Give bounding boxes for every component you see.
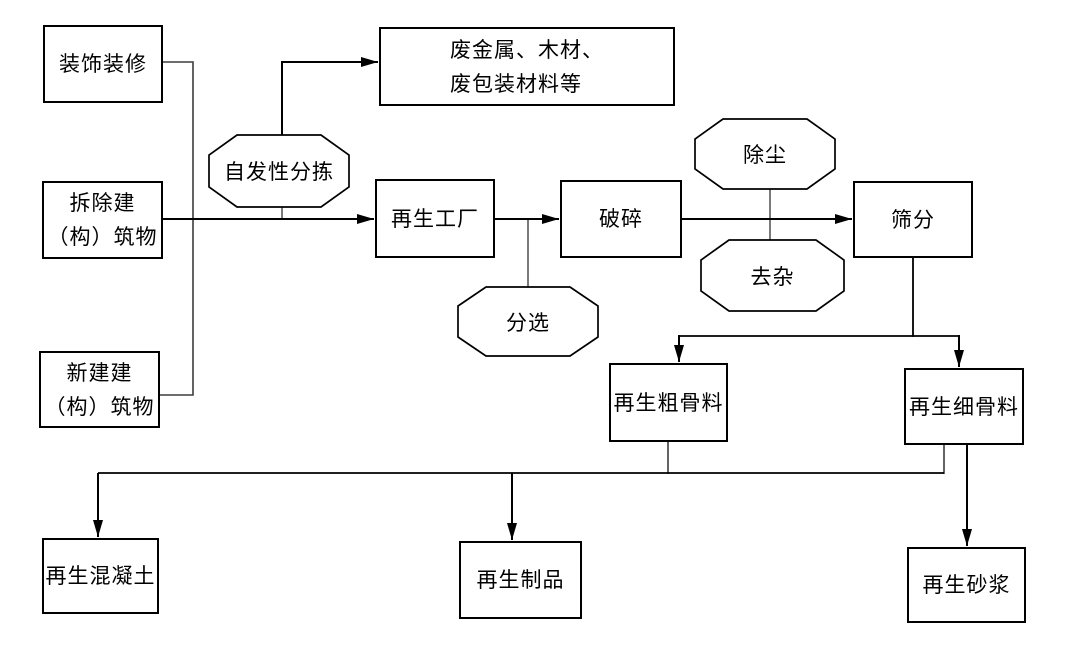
- node-new-construction-label-line1: 新建建: [66, 360, 133, 385]
- impurity-removal-octagon-shape: [700, 239, 845, 312]
- node-new-construction: 新建建 （构）筑物: [39, 351, 160, 428]
- node-crushing-label: 破碎: [599, 207, 643, 231]
- node-new-construction-label-line2: （构）筑物: [44, 394, 155, 419]
- node-demolition-label-line2: （构）筑物: [47, 225, 158, 249]
- node-recycled-concrete-label: 再生混凝土: [45, 564, 156, 588]
- node-demolition-label-line1: 拆除建: [69, 191, 136, 215]
- node-screening: 筛分: [853, 181, 973, 258]
- sorting-octagon-shape: [457, 286, 599, 357]
- node-recycled-mortar: 再生砂浆: [907, 547, 1026, 623]
- node-recycled-products: 再生制品: [459, 541, 582, 619]
- spontaneous-sorting-octagon-shape: [208, 134, 350, 208]
- node-demolition: 拆除建 （构）筑物: [42, 181, 163, 259]
- node-fine-aggregate: 再生细骨料: [904, 368, 1024, 445]
- node-decoration: 装饰装修: [43, 25, 163, 103]
- connector-left-sources-bus: [160, 61, 194, 396]
- arrow-spontaneous-sorting-to-waste: [281, 57, 378, 136]
- node-recycling-plant: 再生工厂: [375, 179, 495, 258]
- node-waste-materials: 废金属、木材、 废包装材料等: [379, 27, 675, 106]
- node-waste-materials-label-line1: 废金属、木材、: [450, 37, 604, 62]
- node-recycled-mortar-label: 再生砂浆: [922, 573, 1011, 597]
- node-screening-label: 筛分: [891, 207, 935, 232]
- node-fine-aggregate-label: 再生细骨料: [909, 394, 1019, 419]
- dust-removal-octagon-shape: [694, 118, 836, 190]
- node-crushing: 破碎: [560, 180, 682, 258]
- node-waste-materials-label-line2: 废包装材料等: [450, 71, 582, 96]
- node-coarse-aggregate-label: 再生粗骨料: [613, 390, 724, 415]
- node-recycling-plant-label: 再生工厂: [391, 206, 479, 231]
- node-coarse-aggregate: 再生粗骨料: [609, 363, 728, 442]
- node-decoration-label: 装饰装修: [59, 52, 147, 76]
- node-recycled-products-label: 再生制品: [476, 568, 565, 592]
- node-recycled-concrete: 再生混凝土: [42, 538, 159, 614]
